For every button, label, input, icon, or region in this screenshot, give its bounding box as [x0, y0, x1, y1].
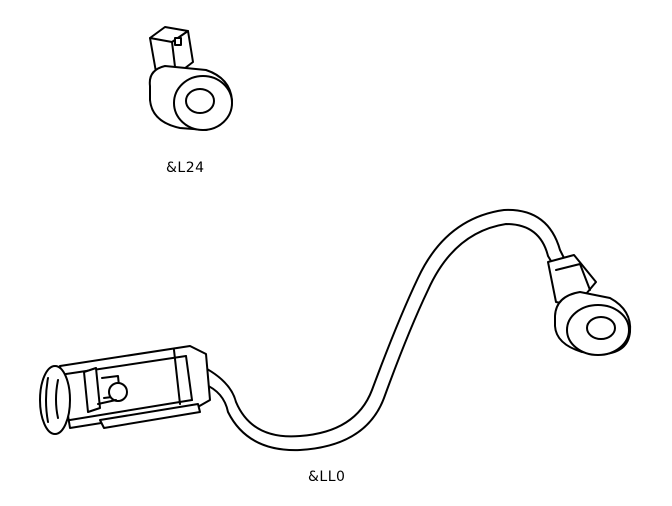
part-label-bottom: &LL0	[308, 469, 346, 485]
knock-sensor-standalone	[148, 26, 233, 131]
part-label-top: &L24	[166, 160, 205, 176]
knock-sensor-with-harness	[39, 208, 632, 452]
